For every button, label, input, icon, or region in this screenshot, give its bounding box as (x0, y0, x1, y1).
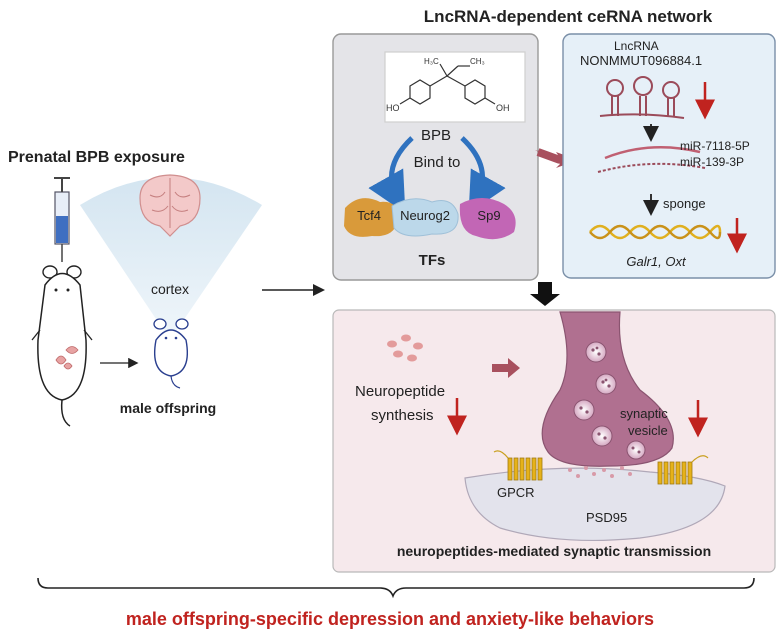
tf-tcf4: Tcf4 (357, 208, 381, 223)
vesicles (573, 341, 646, 460)
pregnant-mouse-icon (31, 265, 93, 427)
vesicle-label-2: vesicle (628, 423, 668, 438)
mir-7118: miR-7118-5P (680, 139, 750, 153)
chem-ch3: CH₃ (470, 57, 485, 66)
mrna-helix (589, 224, 722, 240)
network-title: LncRNA-dependent ceRNA network (424, 7, 713, 26)
bind-to-label: Bind to (414, 154, 461, 171)
sponge-label: sponge (663, 196, 706, 211)
chem-h3c: H₃C (424, 57, 439, 66)
chem-ho: HO (386, 103, 400, 113)
cortex-label: cortex (151, 281, 189, 297)
vesicle-label-1: synaptic (620, 406, 668, 421)
bind-arrow-right (460, 136, 506, 214)
mir-strand-2 (597, 162, 706, 173)
lncrna-label: LncRNA (614, 39, 659, 53)
tcf4-shape (344, 198, 398, 237)
neuropeptide-dots (387, 334, 423, 362)
neuropeptide-line2: synthesis (371, 407, 434, 424)
mir-strand-1 (604, 145, 701, 160)
gpcr-receptors (507, 457, 693, 485)
postsynaptic-membrane (464, 467, 726, 542)
released-peptides (568, 466, 632, 478)
synapse-panel-footer: neuropeptides-mediated synaptic transmis… (397, 543, 711, 559)
bpb-label: BPB (421, 127, 451, 144)
neuropeptide-line1: Neuropeptide (355, 383, 445, 400)
chem-oh: OH (496, 103, 510, 113)
conclusion-text: male offspring-specific depression and a… (126, 609, 654, 629)
cortex-cone (80, 177, 262, 340)
bottom-bracket (37, 577, 755, 599)
syringe-icon (54, 177, 70, 262)
gpcr-label: GPCR (497, 485, 535, 500)
arrow-cerna-to-synapse (530, 282, 560, 306)
psd95-label: PSD95 (586, 510, 627, 525)
offspring-label: male offspring (120, 400, 216, 416)
vesicle-contents (579, 346, 641, 454)
exposure-heading: Prenatal BPB exposure (8, 149, 185, 166)
lncrna-id: NONMMUT096884.1 (580, 53, 702, 68)
genes-label: Galr1, Oxt (626, 254, 687, 269)
neurog2-shape (391, 198, 459, 237)
tf-neurog2: Neurog2 (400, 208, 450, 223)
arrow-peptide-to-terminal (492, 358, 520, 378)
sp9-shape (459, 198, 516, 240)
bind-arrow-left (368, 136, 414, 214)
lncrna-hairpins (599, 76, 685, 119)
offspring-mouse-icon (153, 318, 189, 389)
brain-icon (139, 174, 201, 237)
gpcr-tails (493, 450, 709, 463)
mir-139: miR-139-3P (680, 155, 744, 169)
bpb-structure (384, 51, 526, 123)
tf-panel-footer: TFs (419, 252, 446, 269)
arrow-tf-to-cerna-shaft (536, 148, 562, 164)
tf-sp9: Sp9 (477, 208, 500, 223)
